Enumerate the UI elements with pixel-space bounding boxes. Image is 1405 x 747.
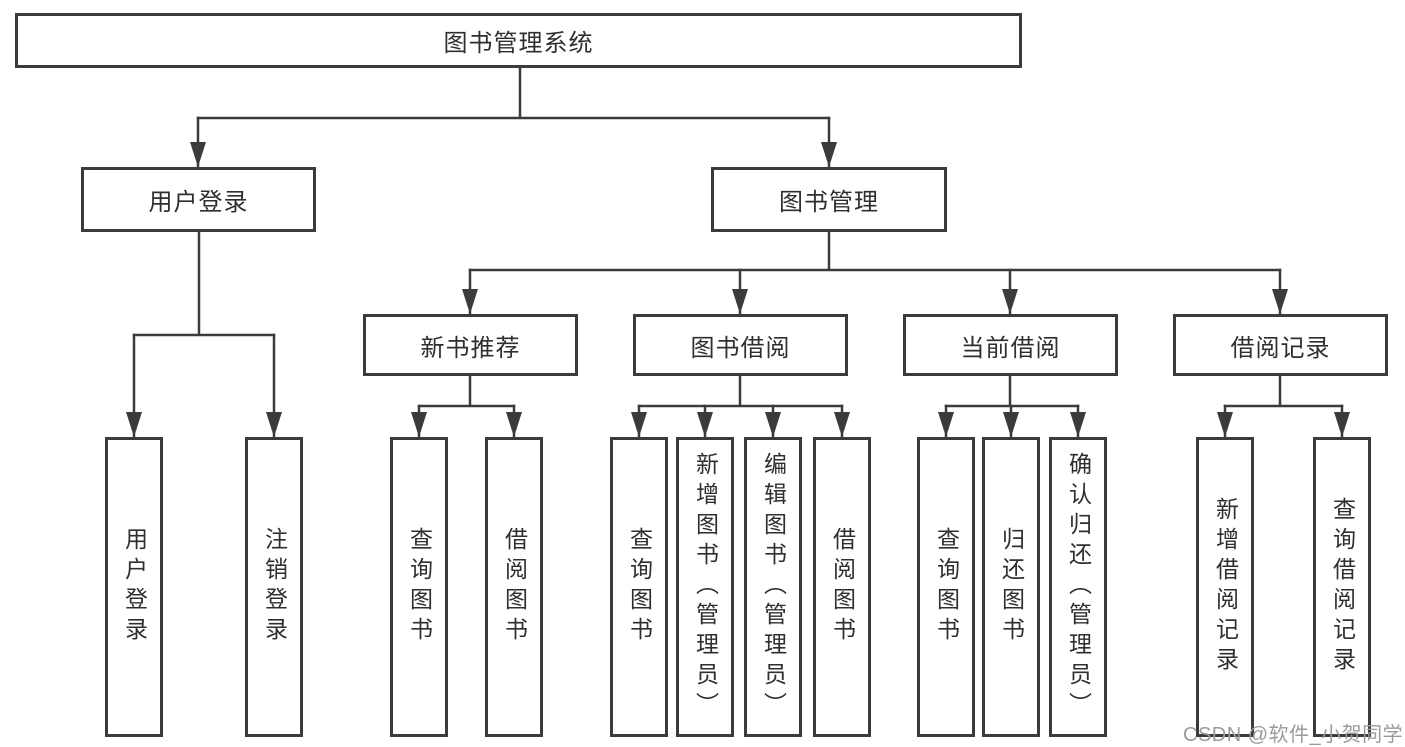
node-new-book-recommend: 新书推荐 [363, 314, 578, 376]
leaf-query-books-current: 查询图书 [917, 437, 975, 737]
leaf-logout-login: 注销登录 [245, 437, 303, 737]
leaf-logout-login-label: 注销登录 [261, 527, 288, 647]
leaf-add-borrow-record-label: 新增借阅记录 [1212, 497, 1239, 677]
leaf-query-books-borrowing-label: 查询图书 [626, 527, 653, 647]
leaf-edit-book-admin-label: 编辑图书（管理员） [760, 452, 787, 722]
leaf-confirm-return-admin: 确认归还（管理员） [1049, 437, 1107, 737]
leaf-add-book-admin-label: 新增图书（管理员） [692, 452, 719, 722]
node-user-login: 用户登录 [81, 167, 316, 232]
leaf-query-books-current-label: 查询图书 [933, 527, 960, 647]
leaf-user-login-label: 用户登录 [121, 527, 148, 647]
leaf-query-books-borrowing: 查询图书 [610, 437, 668, 737]
leaf-borrow-books-borrowing-label: 借阅图书 [829, 527, 856, 647]
leaf-borrow-books-recommend-label: 借阅图书 [501, 527, 528, 647]
leaf-add-borrow-record: 新增借阅记录 [1196, 437, 1254, 737]
leaf-return-books: 归还图书 [982, 437, 1040, 737]
rail-records-to-leaves [1223, 374, 1344, 408]
rail-root-to-level2 [196, 66, 831, 120]
node-new-book-recommend-label: 新书推荐 [420, 334, 521, 362]
leaf-add-book-admin: 新增图书（管理员） [676, 437, 734, 737]
node-user-login-label: 用户登录 [148, 189, 249, 216]
leaf-borrow-books-borrowing: 借阅图书 [813, 437, 871, 737]
node-borrowing-records-label: 借阅记录 [1230, 334, 1331, 362]
rail-borrowing-to-leaves [637, 374, 844, 408]
leaf-user-login: 用户登录 [105, 437, 163, 737]
leaf-return-books-label: 归还图书 [998, 527, 1025, 647]
rail-current-to-leaves [944, 374, 1080, 408]
node-borrowing-records: 借阅记录 [1173, 314, 1388, 376]
rail-management-to-level3 [468, 230, 1282, 272]
node-root: 图书管理系统 [15, 13, 1022, 68]
leaf-query-books-recommend: 查询图书 [390, 437, 448, 737]
leaf-confirm-return-admin-label: 确认归还（管理员） [1065, 452, 1092, 722]
node-book-borrowing: 图书借阅 [633, 314, 848, 376]
node-current-borrowing: 当前借阅 [903, 314, 1118, 376]
rail-login-to-leaves [132, 230, 276, 337]
leaf-query-borrow-record: 查询借阅记录 [1313, 437, 1371, 737]
leaf-borrow-books-recommend: 借阅图书 [485, 437, 543, 737]
node-book-borrowing-label: 图书借阅 [690, 334, 791, 362]
node-root-label: 图书管理系统 [443, 30, 594, 57]
leaf-edit-book-admin: 编辑图书（管理员） [744, 437, 802, 737]
rail-newbooks-to-leaves [417, 374, 516, 408]
node-current-borrowing-label: 当前借阅 [960, 334, 1061, 362]
csdn-watermark: CSDN @软件_小贺同学 [1183, 724, 1404, 746]
node-book-management-label: 图书管理 [779, 189, 879, 216]
leaf-query-borrow-record-label: 查询借阅记录 [1329, 497, 1356, 677]
leaf-query-books-recommend-label: 查询图书 [406, 527, 433, 647]
node-book-management: 图书管理 [711, 167, 947, 232]
